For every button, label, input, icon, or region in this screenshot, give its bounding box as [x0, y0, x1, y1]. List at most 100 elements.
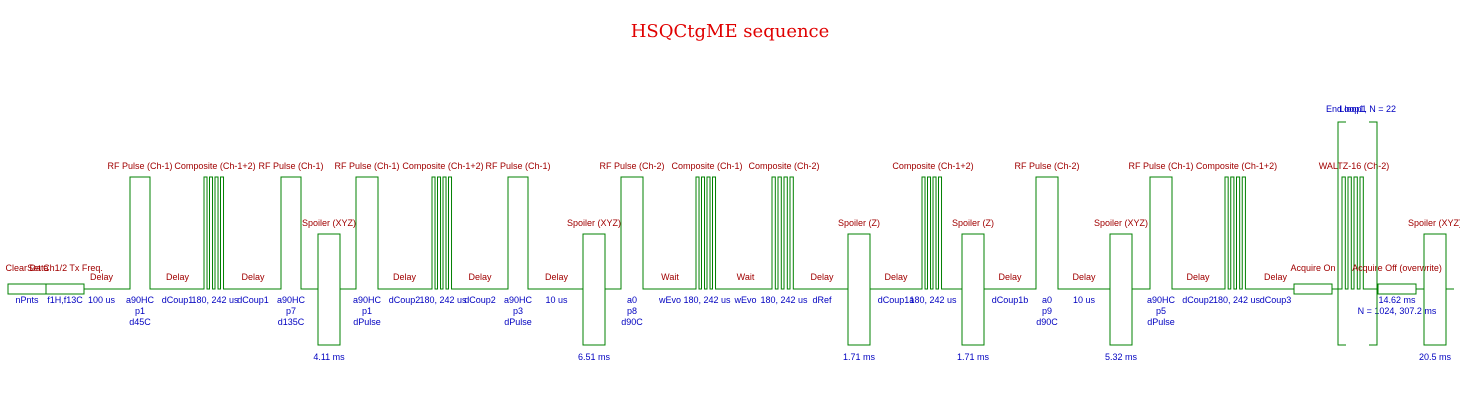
composite-pulse-shape — [1219, 176, 1254, 290]
event-label: Wait — [737, 272, 755, 282]
event-param: p8 — [627, 306, 637, 316]
event-label: Spoiler (XYZ) — [1094, 218, 1148, 228]
event-param: dPulse — [353, 317, 381, 327]
event-label: Delay — [1072, 272, 1096, 282]
event-label: Wait — [661, 272, 679, 282]
event-param: 5.32 ms — [1105, 352, 1138, 362]
event-param: dPulse — [504, 317, 532, 327]
event-s5 — [1102, 233, 1140, 346]
baseline-box — [45, 283, 85, 295]
baseline-box — [1293, 283, 1333, 295]
event-label: Composite (Ch-1+2) — [1196, 161, 1277, 171]
event-s4 — [950, 233, 992, 346]
event-c3 — [688, 176, 724, 290]
event-acq — [1293, 283, 1333, 295]
event-param: 100 us — [88, 295, 116, 305]
event-param: N = 1024, 307.2 ms — [1358, 306, 1437, 316]
event-param: a90HC — [1147, 295, 1176, 305]
loop-end-label: End loop1 — [1326, 104, 1367, 114]
event-label: Delay — [998, 272, 1022, 282]
event-label: Spoiler (Z) — [952, 218, 994, 228]
event-param: 6.51 ms — [578, 352, 611, 362]
baseline-box — [1377, 283, 1417, 295]
event-param: dCoup2 — [1182, 295, 1214, 305]
event-c5 — [914, 176, 950, 290]
event-label: Composite (Ch-1+2) — [174, 161, 255, 171]
event-label: Delay — [468, 272, 492, 282]
event-param: p9 — [1042, 306, 1052, 316]
gradient-spoiler-shape — [840, 233, 871, 346]
event-param: p1 — [135, 306, 145, 316]
event-s1 — [309, 233, 348, 346]
loop-bracket: Loop1, N = 22 End loop1 — [1326, 104, 1396, 346]
event-p3 — [348, 176, 386, 290]
event-label: Composite (Ch-1) — [671, 161, 742, 171]
event-param: 180, 242 us — [419, 295, 467, 305]
event-label: Spoiler (XYZ) — [1408, 218, 1460, 228]
event-label: RF Pulse (Ch-1) — [107, 161, 172, 171]
event-s2 — [575, 233, 613, 346]
event-param: 180, 242 us — [1213, 295, 1261, 305]
event-param: 4.11 ms — [313, 352, 345, 362]
event-label: RF Pulse (Ch-1) — [1128, 161, 1193, 171]
gradient-spoiler-shape — [310, 233, 341, 346]
event-label: RF Pulse (Ch-2) — [1014, 161, 1079, 171]
event-param: 14.62 ms — [1378, 295, 1416, 305]
event-param: a90HC — [277, 295, 306, 305]
event-p2 — [272, 176, 309, 290]
event-label: WALTZ-16 (Ch-2) — [1319, 161, 1390, 171]
event-label: Composite (Ch-1+2) — [892, 161, 973, 171]
event-param: a90HC — [504, 295, 533, 305]
event-label: RF Pulse (Ch-1) — [258, 161, 323, 171]
event-label: Delay — [810, 272, 834, 282]
event-p1 — [119, 176, 158, 290]
rf-pulse-shape — [1142, 176, 1180, 290]
composite-pulse-shape — [1336, 176, 1372, 290]
event-param: 180, 242 us — [683, 295, 731, 305]
event-clear — [7, 283, 47, 295]
event-param: 180, 242 us — [760, 295, 808, 305]
composite-pulse-shape — [916, 176, 950, 290]
event-param: d90C — [621, 317, 643, 327]
diagram-title: HSQCtgME sequence — [631, 21, 830, 42]
event-label: Delay — [884, 272, 908, 282]
event-c6 — [1216, 176, 1254, 290]
event-c2 — [422, 176, 460, 290]
event-label: Spoiler (XYZ) — [567, 218, 621, 228]
event-param: wEvo — [733, 295, 756, 305]
event-label: Composite (Ch-1+2) — [402, 161, 483, 171]
event-label: RF Pulse (Ch-1) — [485, 161, 550, 171]
rf-pulse-shape — [1028, 176, 1066, 290]
event-label: Delay — [90, 272, 114, 282]
rf-pulse-shape — [613, 176, 651, 290]
rf-pulse-shape — [500, 176, 536, 290]
event-settx — [45, 283, 85, 295]
composite-pulse-shape — [426, 176, 460, 290]
event-param: a90HC — [353, 295, 382, 305]
event-param: 10 us — [1073, 295, 1096, 305]
event-param: d135C — [278, 317, 305, 327]
event-param: a0 — [627, 295, 637, 305]
event-waltz — [1332, 176, 1372, 290]
event-param: 10 us — [545, 295, 568, 305]
event-label: RF Pulse (Ch-1) — [334, 161, 399, 171]
gradient-spoiler-shape — [1102, 233, 1133, 346]
event-param: p3 — [513, 306, 523, 316]
event-label: Spoiler (Z) — [838, 218, 880, 228]
rf-pulse-shape — [273, 176, 309, 290]
event-param: dCoup3 — [1260, 295, 1292, 305]
event-param: dCoup2 — [389, 295, 421, 305]
loop-start-label: Loop1, N = 22 — [1339, 104, 1396, 114]
event-param: dCoup1b — [992, 295, 1029, 305]
event-p5 — [613, 176, 651, 290]
composite-pulse-shape — [766, 176, 802, 290]
event-label: Delay — [393, 272, 417, 282]
event-param: 1.71 ms — [843, 352, 876, 362]
gradient-spoiler-shape — [954, 233, 985, 346]
event-param: 180, 242 us — [909, 295, 957, 305]
loop-end-bracket — [1369, 121, 1378, 346]
event-label: Delay — [241, 272, 265, 282]
event-param: 20.5 ms — [1419, 352, 1452, 362]
event-param: dCoup1a — [878, 295, 915, 305]
